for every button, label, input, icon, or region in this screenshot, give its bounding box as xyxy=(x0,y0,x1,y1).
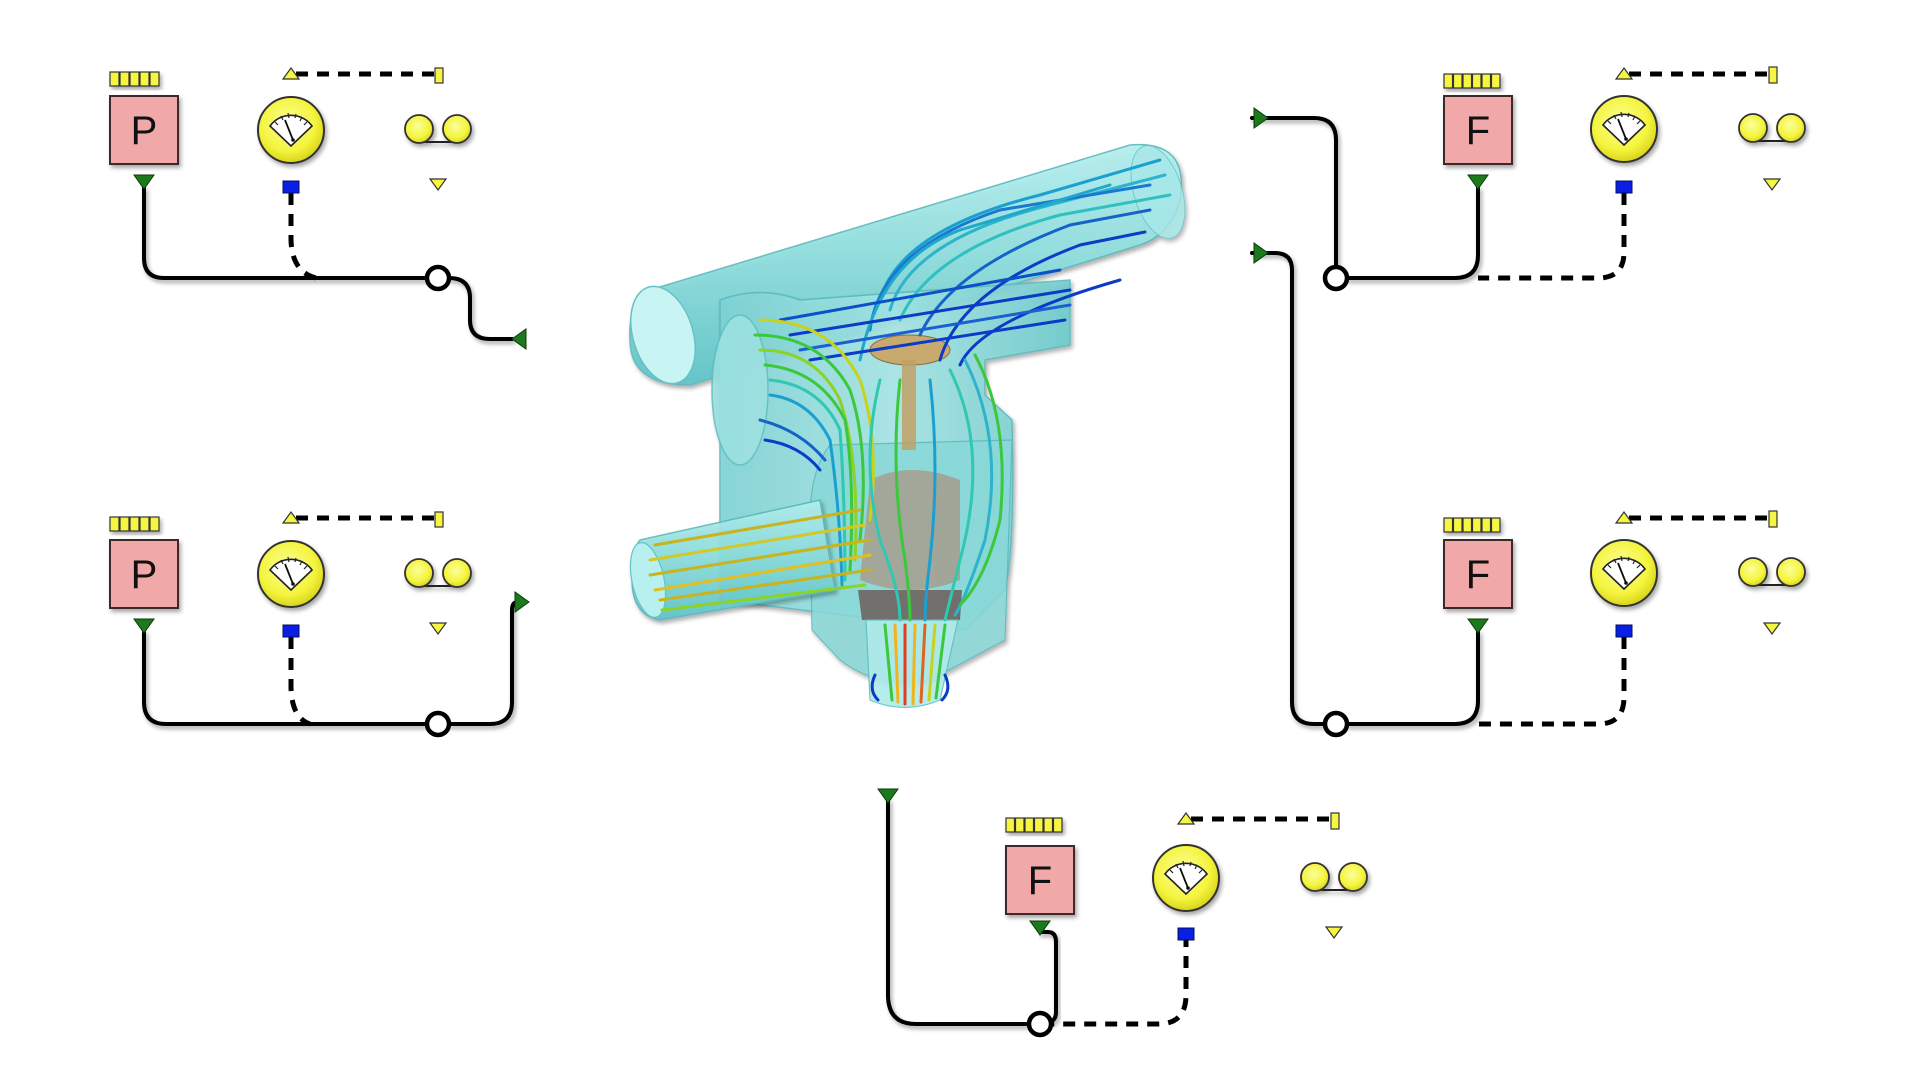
inlet-port-icon[interactable] xyxy=(1253,242,1269,264)
roller-pair-icon[interactable] xyxy=(1738,557,1806,587)
junction-icon[interactable] xyxy=(427,267,449,289)
down-triangle-icon xyxy=(1762,178,1782,192)
feedback-tab-icon xyxy=(1768,510,1778,528)
gauge-signal-line xyxy=(1478,193,1627,281)
process-line xyxy=(1345,186,1480,280)
down-triangle-icon xyxy=(1324,926,1344,940)
controller-block[interactable] xyxy=(109,539,179,609)
up-triangle-icon xyxy=(1614,66,1634,80)
down-triangle-icon xyxy=(428,178,448,192)
up-triangle-icon xyxy=(1176,811,1196,825)
process-line xyxy=(1250,251,1327,726)
controller-block[interactable] xyxy=(1005,845,1075,915)
sensor-bars xyxy=(1443,73,1501,89)
gauge-signal-line xyxy=(288,637,311,727)
outlet-port-icon[interactable] xyxy=(514,591,530,613)
feedback-tab-icon xyxy=(434,511,444,528)
block-label: F xyxy=(1028,859,1052,903)
gauge-signal-line xyxy=(1478,637,1627,727)
down-triangle-icon xyxy=(1762,622,1782,636)
green-port-icon[interactable] xyxy=(133,618,155,634)
block-label: P xyxy=(131,553,158,597)
controller-block[interactable] xyxy=(109,95,179,165)
inlet-port-icon[interactable] xyxy=(877,788,899,804)
green-port-icon[interactable] xyxy=(1467,174,1489,190)
block-label: F xyxy=(1466,109,1490,153)
green-port-icon[interactable] xyxy=(1467,618,1489,634)
gauge-signal-line xyxy=(1050,935,1189,1027)
pressure-gauge-icon[interactable] xyxy=(1152,844,1220,912)
roller-pair-icon[interactable] xyxy=(1738,113,1806,143)
inlet-port-icon[interactable] xyxy=(1253,107,1269,129)
block-mid-left: P xyxy=(109,510,530,735)
block-label: P xyxy=(131,109,158,153)
block-label: F xyxy=(1466,553,1490,597)
process-line xyxy=(1250,116,1338,269)
block-mid-right: F xyxy=(1250,242,1806,735)
sensor-bars xyxy=(109,516,160,532)
process-line xyxy=(1345,630,1480,726)
junction-icon[interactable] xyxy=(1325,267,1347,289)
process-line xyxy=(1038,930,1058,1024)
roller-pair-icon[interactable] xyxy=(1300,862,1368,892)
junction-icon[interactable] xyxy=(1325,713,1347,735)
up-triangle-icon xyxy=(281,510,301,524)
outlet-port-icon[interactable] xyxy=(511,328,527,350)
pressure-gauge-icon[interactable] xyxy=(257,540,325,608)
junction-icon[interactable] xyxy=(1029,1013,1051,1035)
sensor-bars xyxy=(1005,817,1063,833)
pressure-gauge-icon[interactable] xyxy=(257,96,325,164)
up-triangle-icon xyxy=(281,66,301,80)
process-line xyxy=(142,600,520,726)
blue-signal-port-icon[interactable] xyxy=(1177,927,1195,941)
block-top-left: P xyxy=(109,66,527,350)
feedback-tab-icon xyxy=(1768,66,1778,84)
roller-pair-icon[interactable] xyxy=(404,558,472,588)
block-top-right: F xyxy=(1250,66,1806,289)
block-bottom: F xyxy=(877,788,1368,1035)
blue-signal-port-icon[interactable] xyxy=(282,624,300,638)
process-line xyxy=(886,798,1028,1026)
sensor-bars xyxy=(1443,517,1501,533)
roller-pair-icon[interactable] xyxy=(404,114,472,144)
cfd-simulation-image xyxy=(629,143,1186,709)
blue-signal-port-icon[interactable] xyxy=(282,180,300,194)
green-port-icon[interactable] xyxy=(133,174,155,190)
process-line xyxy=(142,186,514,341)
controller-block[interactable] xyxy=(1443,539,1513,609)
junction-icon[interactable] xyxy=(427,713,449,735)
pressure-gauge-icon[interactable] xyxy=(1590,95,1658,163)
feedback-tab-icon xyxy=(1330,812,1340,830)
controller-block[interactable] xyxy=(1443,95,1513,165)
down-triangle-icon xyxy=(428,622,448,636)
sensor-bars xyxy=(109,71,160,87)
gauge-signal-line xyxy=(288,193,317,281)
up-triangle-icon xyxy=(1614,510,1634,524)
feedback-tab-icon xyxy=(434,67,444,84)
blue-signal-port-icon[interactable] xyxy=(1615,624,1633,638)
pressure-gauge-icon[interactable] xyxy=(1590,539,1658,607)
blue-signal-port-icon[interactable] xyxy=(1615,180,1633,194)
